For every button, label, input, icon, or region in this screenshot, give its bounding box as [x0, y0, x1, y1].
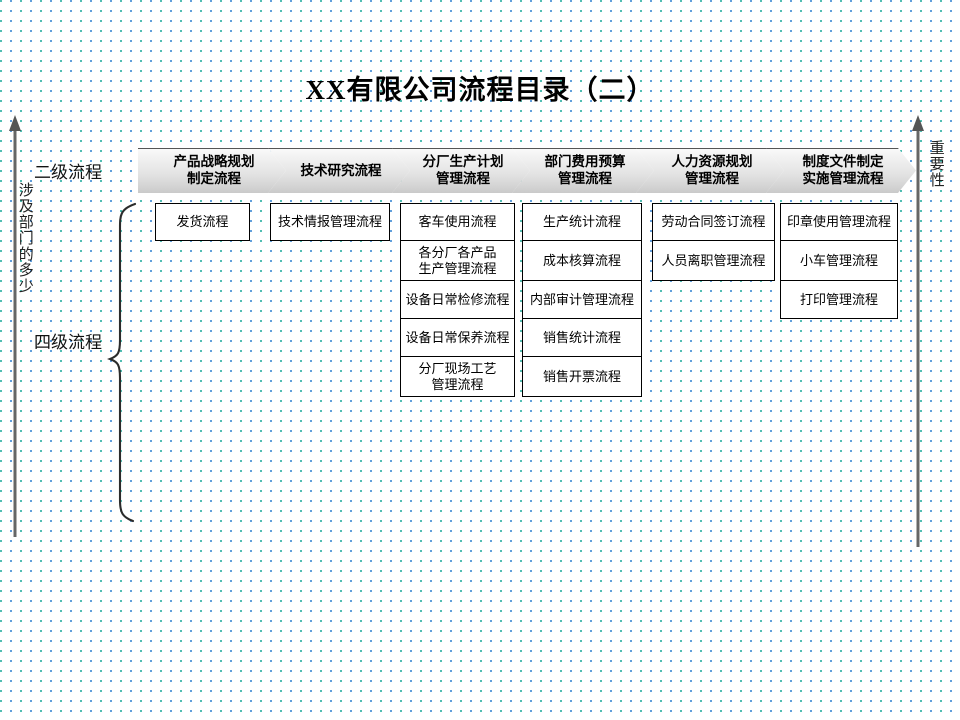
process-header-chevron-2[interactable]: 技术研究流程	[268, 148, 410, 193]
process-box[interactable]: 人员离职管理流程	[652, 240, 775, 281]
process-box[interactable]: 销售统计流程	[522, 318, 642, 357]
process-header-row: 产品战略规划 制定流程 技术研究流程 分厂生产计划 管理流程 部门费用预算 管理…	[138, 148, 916, 193]
process-box[interactable]: 技术情报管理流程	[270, 203, 390, 241]
process-header-chevron-4[interactable]: 部门费用预算 管理流程	[512, 148, 654, 193]
process-box[interactable]: 打印管理流程	[780, 280, 898, 319]
process-box[interactable]: 设备日常检修流程	[400, 280, 515, 319]
process-header-label: 产品战略规划 制定流程	[173, 154, 255, 186]
process-header-label: 分厂生产计划 管理流程	[422, 154, 504, 186]
right-axis-vertical-label: 重要性	[927, 140, 944, 188]
left-axis-top-level-label: 二级流程	[34, 163, 102, 182]
process-column-1: 发货流程	[155, 203, 250, 241]
left-axis-arrow	[9, 115, 21, 537]
process-header-label: 部门费用预算 管理流程	[544, 154, 626, 186]
process-column-3: 客车使用流程 各分厂各产品 生产管理流程 设备日常检修流程 设备日常保养流程 分…	[400, 203, 515, 397]
process-column-2: 技术情报管理流程	[270, 203, 390, 241]
process-header-label: 人力资源规划 管理流程	[671, 154, 753, 186]
level-brace	[107, 202, 137, 523]
process-box[interactable]: 内部审计管理流程	[522, 280, 642, 319]
process-column-4: 生产统计流程 成本核算流程 内部审计管理流程 销售统计流程 销售开票流程	[522, 203, 642, 397]
process-box[interactable]: 小车管理流程	[780, 240, 898, 281]
process-box[interactable]: 销售开票流程	[522, 356, 642, 397]
process-column-5: 劳动合同签订流程 人员离职管理流程	[652, 203, 775, 281]
process-box[interactable]: 客车使用流程	[400, 203, 515, 241]
process-header-chevron-5[interactable]: 人力资源规划 管理流程	[636, 148, 784, 193]
process-box[interactable]: 分厂现场工艺 管理流程	[400, 356, 515, 397]
process-box[interactable]: 设备日常保养流程	[400, 318, 515, 357]
process-column-6: 印章使用管理流程 小车管理流程 打印管理流程	[780, 203, 898, 319]
process-box[interactable]: 印章使用管理流程	[780, 203, 898, 241]
process-header-label: 技术研究流程	[300, 162, 382, 178]
process-box[interactable]: 发货流程	[155, 203, 250, 241]
process-box[interactable]: 成本核算流程	[522, 240, 642, 281]
left-axis-bottom-level-label: 四级流程	[34, 333, 102, 352]
process-box[interactable]: 劳动合同签订流程	[652, 203, 775, 241]
process-header-chevron-3[interactable]: 分厂生产计划 管理流程	[392, 148, 530, 193]
process-header-chevron-1[interactable]: 产品战略规划 制定流程	[138, 148, 286, 193]
left-axis-vertical-label: 涉及部门的多少	[16, 182, 33, 294]
process-box[interactable]: 生产统计流程	[522, 203, 642, 241]
process-box[interactable]: 各分厂各产品 生产管理流程	[400, 240, 515, 281]
process-header-chevron-6[interactable]: 制度文件制定 实施管理流程	[766, 148, 916, 193]
page-title: XX有限公司流程目录（二）	[305, 75, 655, 105]
process-header-label: 制度文件制定 实施管理流程	[802, 154, 884, 186]
